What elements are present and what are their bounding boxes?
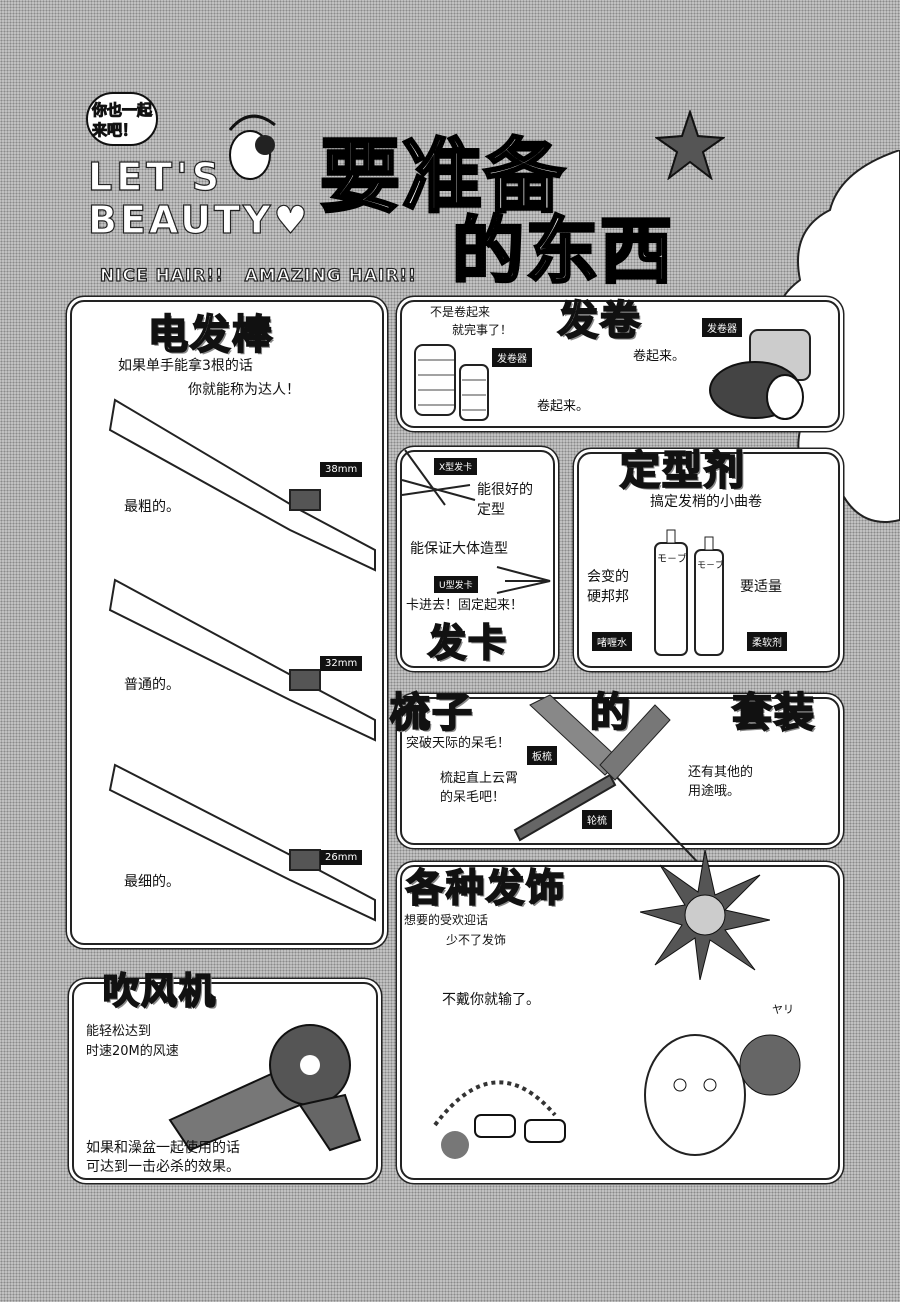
- spray-can-label-1: モ－ブ: [657, 554, 687, 565]
- cat-and-accessories-illustration: [433, 1034, 801, 1159]
- accessories-note: 不戴你就输了。: [442, 992, 540, 1008]
- spray-can-icons: [654, 529, 724, 656]
- styling-left1: 会变的: [587, 569, 629, 585]
- page-title-line1: 要准备: [319, 129, 566, 225]
- rollers-tag-right: 发卷器: [702, 318, 742, 337]
- styling-subtitle: 搞定发梢的小曲卷: [650, 494, 762, 510]
- spray-can-label-2: モ－ブ: [697, 561, 725, 571]
- character-doodle-icon: [228, 114, 276, 180]
- accessories-desc2: 少不了发饰: [446, 933, 507, 947]
- combs-title-part2: 的: [589, 689, 632, 737]
- size-tag-32mm: 32mm: [320, 656, 363, 671]
- beauty-text: BEAUTY♥: [87, 197, 311, 242]
- hair-dryer-title: 吹风机: [102, 970, 218, 1013]
- hairpin-u-tag: U型发卡: [434, 576, 478, 593]
- hairpin-x-tag: X型发卡: [434, 458, 478, 475]
- star-icon: [655, 110, 725, 180]
- roller-icon-right: [709, 329, 811, 420]
- combs-line1: 突破天际的呆毛！: [406, 736, 511, 751]
- styling-right: 要适量: [740, 579, 782, 595]
- rollers-title: 发卷: [557, 297, 642, 345]
- accessories-sfx: ヤリ: [772, 1003, 794, 1016]
- hairpin-mid-desc: 能保证大体造型: [410, 541, 508, 557]
- size-label-normal: 普通的。: [124, 677, 180, 693]
- styling-tag-gel: 啫喱水: [592, 632, 632, 651]
- rollers-note2: 就完事了！: [452, 323, 513, 337]
- combs-right1: 还有其他的: [688, 765, 754, 780]
- styling-title: 定型剂: [619, 447, 746, 495]
- combs-line2a: 梳起直上云霄: [440, 771, 519, 786]
- curling-iron-desc1: 如果单手能拿3根的话: [118, 358, 253, 374]
- size-tag-38mm: 38mm: [320, 462, 363, 477]
- curling-iron-desc2: 你就能称为达人！: [188, 382, 300, 398]
- curling-iron-illustration: [108, 398, 376, 922]
- combs-title-part1: 梳子: [389, 689, 474, 737]
- combs-title-part3: 套装: [731, 689, 816, 737]
- combs-tag-round: 轮梳: [582, 810, 612, 829]
- hair-dryer-desc2: 时速20M的风速: [86, 1044, 179, 1059]
- size-tag-26mm: 26mm: [320, 850, 363, 865]
- rollers-tag-left: 发卷器: [492, 348, 532, 367]
- hair-dryer-note2: 可达到一击必杀的效果。: [86, 1159, 240, 1175]
- x-hairpin-icon: [401, 449, 476, 506]
- accessories-title: 各种发饰: [405, 865, 567, 911]
- hairpin-u-desc: 卡进去！固定起来！: [406, 598, 524, 613]
- page-title-line2: 的东西: [450, 208, 675, 295]
- accessories-desc1: 想要的受欢迎话: [404, 913, 489, 927]
- lets-text: LET'S: [87, 154, 224, 199]
- rollers-text-low: 卷起来。: [537, 399, 590, 414]
- accessories-panel: [400, 865, 840, 1180]
- bubble-text: 你也一起来吧！: [92, 101, 153, 140]
- comb-illustration: [513, 694, 706, 870]
- hairpins-title: 发卡: [427, 620, 509, 666]
- hair-dryer-icon: [168, 1024, 362, 1152]
- styling-left2: 硬邦邦: [587, 589, 629, 605]
- styling-tag-softener: 柔软剂: [747, 632, 787, 651]
- curling-iron-title: 电发棒: [147, 311, 274, 359]
- hairpin-x-desc2: 定型: [477, 502, 505, 518]
- speech-bubble: [86, 92, 158, 146]
- rollers-text-mid: 卷起来。: [633, 349, 686, 364]
- flower-icon: [640, 850, 770, 980]
- combs-right2: 用途哦。: [688, 784, 741, 799]
- size-label-thick: 最粗的。: [124, 499, 180, 515]
- hair-dryer-desc1: 能轻松达到: [86, 1024, 152, 1039]
- rollers-note1: 不是卷起来: [430, 305, 491, 319]
- combs-line2b: 的呆毛吧！: [440, 790, 506, 805]
- combs-tag-flat: 板梳: [527, 746, 557, 765]
- roller-icon-left: [414, 344, 489, 421]
- size-label-thin: 最细的。: [124, 874, 180, 890]
- tagline: NICE HAIR!! AMAZING HAIR!!: [99, 265, 417, 286]
- hairpin-x-desc1: 能很好的: [477, 482, 533, 498]
- u-hairpin-icon: [496, 566, 551, 594]
- hair-dryer-note1: 如果和澡盆一起使用的话: [86, 1140, 240, 1156]
